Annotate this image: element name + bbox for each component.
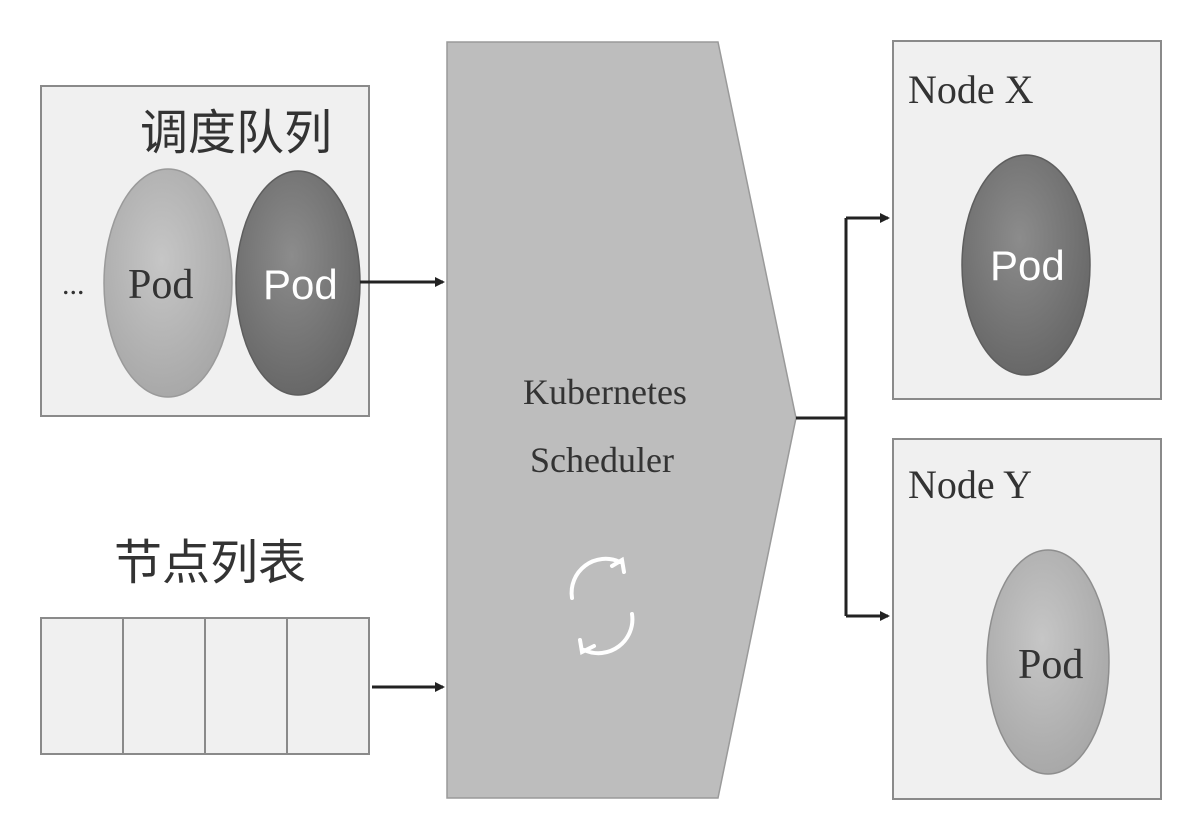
scheduler-label-line1: Kubernetes	[523, 372, 687, 412]
node-list-table	[40, 617, 370, 755]
node-y-title: Node Y	[908, 462, 1033, 507]
next-pod-label: Pod	[263, 261, 338, 308]
node-x-pod-shape	[961, 154, 1091, 376]
node-x-title: Node X	[908, 67, 1034, 112]
node-y-pod-shape	[986, 549, 1110, 775]
node-x-pod-label: Pod	[990, 242, 1065, 289]
node-list-cell	[42, 619, 124, 753]
queued-pod-shape	[103, 168, 233, 398]
node-list-cell	[124, 619, 206, 753]
queue-ellipsis: ...	[62, 268, 85, 301]
queued-pod-label: Pod	[128, 262, 194, 308]
queue-title: 调度队列	[140, 107, 333, 160]
node-y-pod-label: Pod	[1018, 642, 1084, 688]
scheduler-label-line2: Scheduler	[530, 440, 674, 480]
node-list-cell	[206, 619, 288, 753]
node-list-title: 节点列表	[114, 537, 307, 590]
scheduler-shape	[446, 41, 797, 799]
refresh-cycle-icon	[569, 556, 635, 656]
